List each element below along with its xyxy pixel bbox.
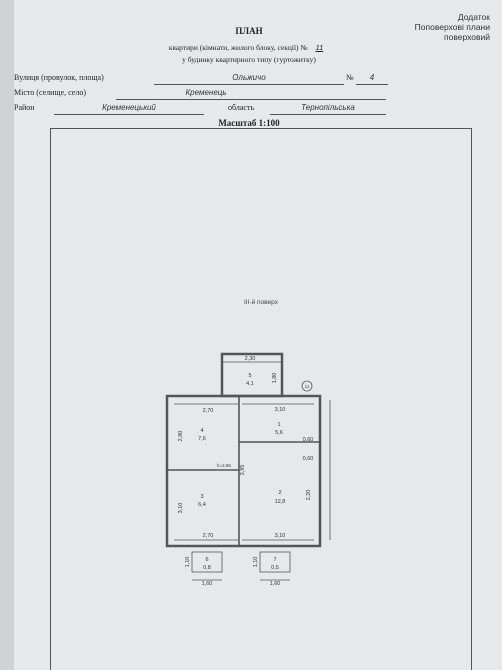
plan-subtitle-2: у будинку квартирного типу (гуртожитку) bbox=[182, 55, 316, 64]
drawing-frame bbox=[50, 128, 472, 670]
house-value: 4 bbox=[369, 73, 375, 82]
plan-subtitle-prefix: квартири (кімнати, жилого блоку, секції)… bbox=[168, 43, 308, 52]
addendum-line-2: Поповерхові плани bbox=[414, 22, 490, 32]
region-value: Тернопільська bbox=[301, 103, 355, 112]
dim-1-10-a: 1,10 bbox=[185, 557, 191, 568]
city-value: Кременець bbox=[185, 88, 227, 97]
adjacent-page-edge bbox=[0, 0, 18, 670]
plan-title: ПЛАН bbox=[235, 26, 263, 36]
dim-1-10-b: 1,10 bbox=[253, 557, 259, 568]
floor-label: ІІІ-й поверх bbox=[244, 299, 278, 306]
room-4-number: 4 bbox=[200, 428, 203, 434]
dim-1-60-a: 1,60 bbox=[202, 581, 213, 587]
district-label: Район bbox=[14, 103, 35, 112]
dim-2-70-b: 2,70 bbox=[203, 533, 214, 539]
region-label: область bbox=[228, 103, 255, 112]
addendum-note: Додаток Поповерхові плани поверховий bbox=[415, 12, 490, 42]
dim-2-80: 2,80 bbox=[178, 431, 184, 442]
room-1-area: 5,6 bbox=[275, 430, 283, 436]
floor-plan: 5 4,1 4 7,6 1 5,6 3 6,4 2 12,8 6 0,8 7 0… bbox=[165, 352, 331, 587]
document-page: Додаток Поповерхові плани поверховий ПЛА… bbox=[14, 0, 502, 670]
ceiling-height: h=2,65 bbox=[217, 463, 231, 468]
dim-0-60b: 0,60 bbox=[303, 456, 314, 462]
room-4-area: 7,6 bbox=[198, 436, 206, 442]
district-value: Кременецький bbox=[102, 103, 156, 112]
room-5-area: 4,1 bbox=[246, 381, 254, 387]
dim-2-30: 2,30 bbox=[245, 356, 256, 362]
addendum-line-1: Додаток bbox=[457, 12, 490, 22]
dim-3-10: 3,10 bbox=[275, 407, 286, 413]
dim-1-60-b: 1,60 bbox=[270, 581, 281, 587]
room-3-area: 6,4 bbox=[198, 502, 206, 508]
city-label: Місто (селище, село) bbox=[14, 88, 86, 97]
room-7-area: 0,5 bbox=[271, 565, 279, 571]
room-2-area: 12,8 bbox=[275, 499, 286, 505]
dim-3-10-v: 3,10 bbox=[178, 503, 184, 514]
apartment-number: 11 bbox=[315, 43, 324, 52]
addendum-line-3: поверховий bbox=[443, 32, 490, 42]
room-5-number: 5 bbox=[248, 373, 251, 379]
scale-label: Масштаб 1:100 bbox=[218, 118, 280, 128]
room-2-number: 2 bbox=[278, 490, 281, 496]
street-value: Ольжичо bbox=[232, 73, 266, 82]
room-3-number: 3 bbox=[200, 494, 203, 500]
dim-3-95: 3,95 bbox=[240, 465, 246, 476]
room-6-number: 6 bbox=[205, 557, 208, 563]
dim-0-60a: 0,60 bbox=[303, 437, 314, 443]
street-label: Вулиця (провулок, площа) bbox=[14, 73, 104, 82]
room-6-area: 0,8 bbox=[203, 565, 211, 571]
dim-2-20: 2,20 bbox=[306, 490, 312, 501]
dim-3-10-b: 3,10 bbox=[275, 533, 286, 539]
room-1-number: 1 bbox=[277, 422, 280, 428]
house-label: № bbox=[346, 73, 354, 82]
room-7-number: 7 bbox=[273, 557, 276, 563]
dim-1-80: 1,80 bbox=[272, 373, 278, 384]
marker-label: 11 bbox=[305, 384, 310, 389]
dim-2-70: 2,70 bbox=[203, 408, 214, 414]
plan-subtitle: квартири (кімнати, жилого блоку, секції)… bbox=[14, 43, 484, 52]
